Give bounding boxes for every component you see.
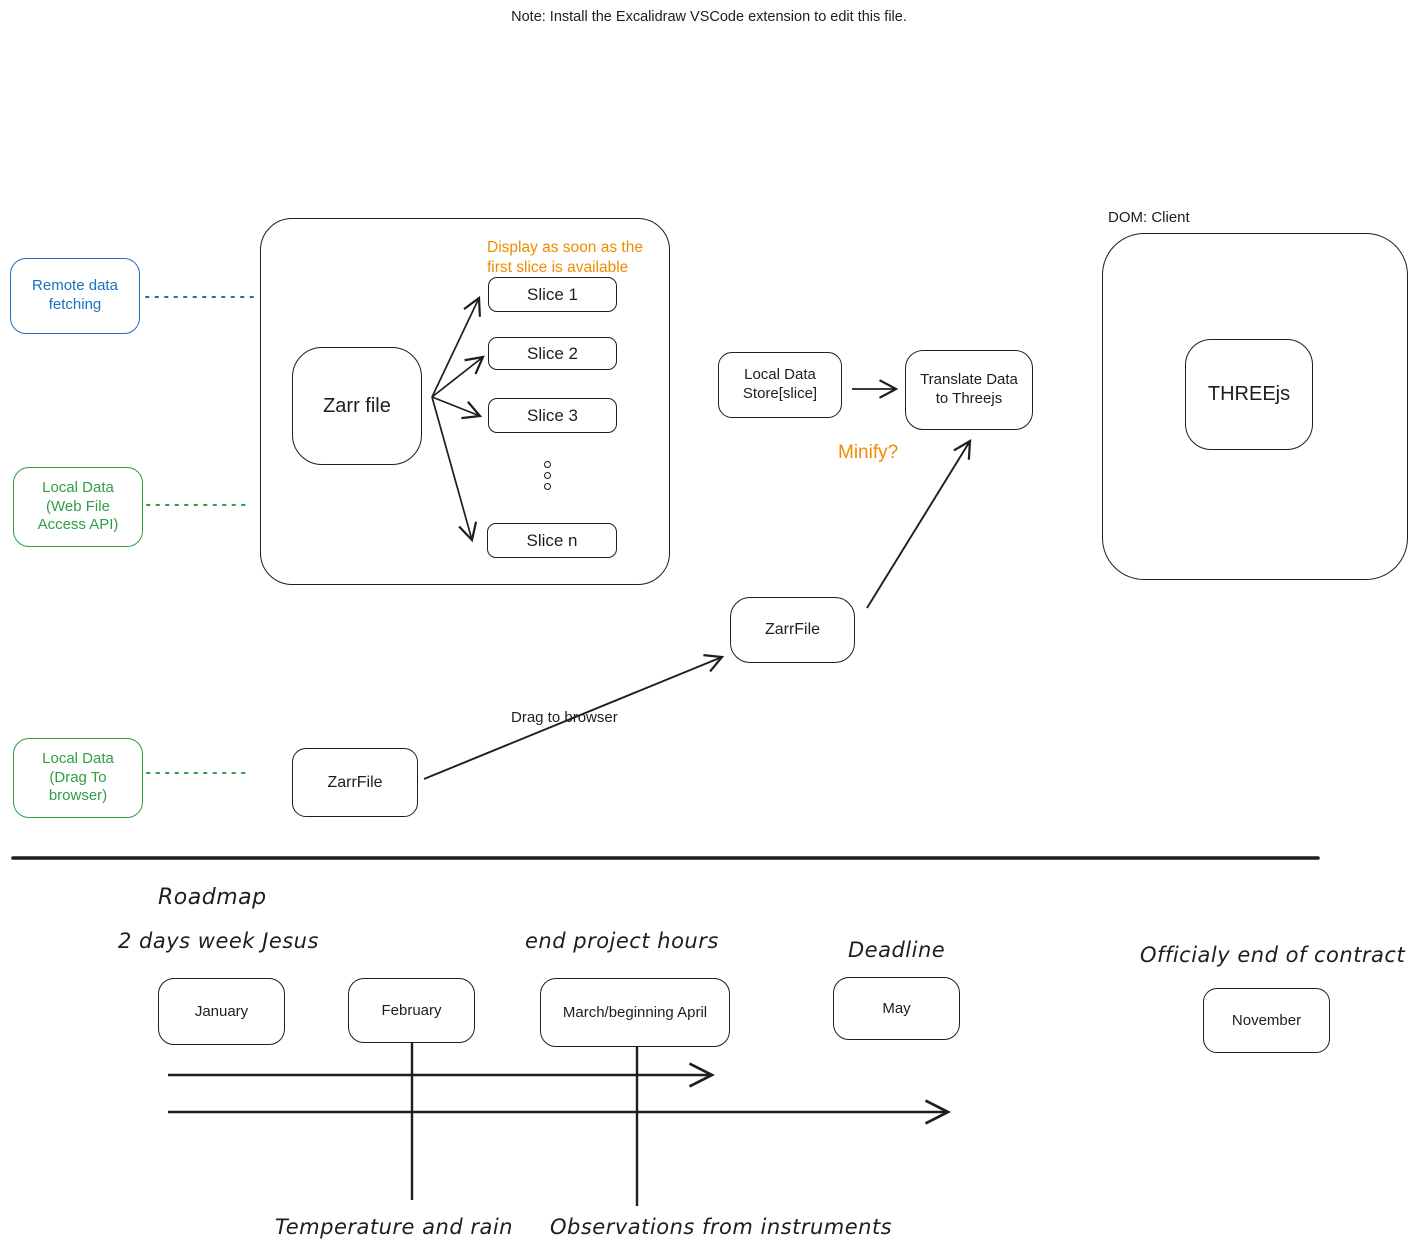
annotation-temperature: Temperature and rain [275, 1215, 513, 1239]
threejs-label: THREEjs [1207, 383, 1291, 405]
zarrfile-bottom-box: ZarrFile [292, 748, 418, 817]
minify-question-text: Minify? [838, 442, 899, 463]
remote-data-fetching-label: Remote data fetching [32, 277, 118, 313]
milestone-february-box: February [348, 978, 475, 1043]
slice-2-label: Slice 2 [526, 343, 579, 363]
milestone-february-label: February [381, 1002, 442, 1019]
dom-client-label: DOM: Client [1108, 209, 1190, 226]
zarrfile-mid-box: ZarrFile [730, 597, 855, 663]
zarrfile-bottom-label: ZarrFile [327, 773, 383, 791]
local-data-webfile-label: Local Data (Web File Access API) [37, 478, 119, 534]
milestone-january-label: January [194, 1003, 249, 1020]
slice-n-box: Slice n [487, 523, 617, 558]
slice-3-label: Slice 3 [526, 405, 579, 425]
remote-data-fetching-box: Remote data fetching [10, 258, 140, 334]
slice-1-box: Slice 1 [488, 277, 617, 312]
milestone-march-box: March/beginning April [540, 978, 730, 1047]
slice-1-label: Slice 1 [526, 284, 579, 304]
annotation-end-of-contract: Officialy end of contract [1140, 943, 1406, 967]
local-data-webfile-box: Local Data (Web File Access API) [13, 467, 143, 547]
annotation-two-days-week: 2 days week Jesus [118, 929, 319, 953]
roadmap-title: Roadmap [158, 885, 267, 910]
local-data-store-label: Local Data Store[slice] [742, 366, 818, 402]
local-data-drag-box: Local Data (Drag To browser) [13, 738, 143, 818]
zarr-container-box [260, 218, 670, 585]
zarr-file-box: Zarr file [292, 347, 422, 465]
annotation-observations: Observations from instruments [550, 1215, 893, 1239]
annotation-deadline: Deadline [848, 938, 946, 962]
file-note: Note: Install the Excalidraw VSCode exte… [511, 9, 907, 25]
local-data-store-box: Local Data Store[slice] [718, 352, 842, 418]
slice-n-label: Slice n [526, 530, 578, 550]
annotation-end-project-hours: end project hours [525, 929, 719, 953]
milestone-november-label: November [1231, 1012, 1302, 1029]
milestone-november-box: November [1203, 988, 1330, 1053]
local-data-drag-label: Local Data (Drag To browser) [42, 749, 114, 805]
milestone-may-box: May [833, 977, 960, 1040]
slice-3-box: Slice 3 [488, 398, 617, 433]
arrow-zarrfile-to-translate [866, 439, 972, 609]
milestone-may-label: May [882, 1000, 911, 1017]
translate-data-label: Translate Data to Threejs [920, 371, 1018, 407]
milestone-march-label: March/beginning April [562, 1004, 708, 1021]
translate-data-box: Translate Data to Threejs [905, 350, 1033, 430]
slice-2-box: Slice 2 [488, 337, 617, 370]
dom-client-box [1102, 233, 1408, 580]
zarrfile-mid-label: ZarrFile [764, 621, 821, 638]
vertical-ellipsis-icon [544, 461, 551, 490]
drag-to-browser-text: Drag to browser [511, 709, 618, 726]
display-hint-text: Display as soon as the first slice is av… [487, 239, 643, 277]
milestone-january-box: January [158, 978, 285, 1045]
threejs-box: THREEjs [1185, 339, 1313, 450]
zarr-file-label: Zarr file [323, 394, 391, 417]
